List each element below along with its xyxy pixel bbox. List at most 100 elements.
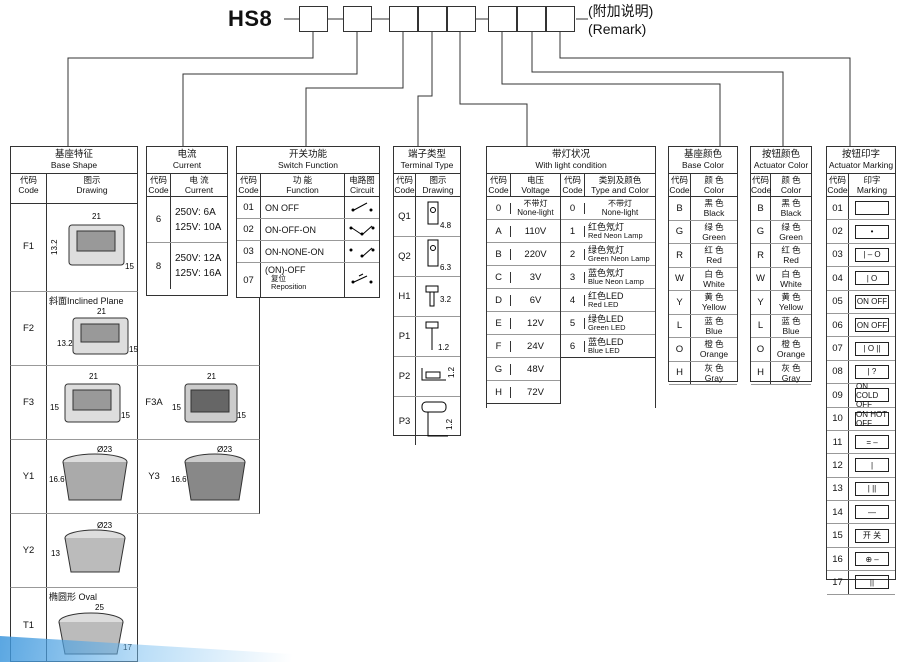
row-code: Y3 (148, 471, 160, 482)
table-row: P3 1.2 (394, 397, 460, 445)
row-value: 24V (527, 340, 544, 352)
row-sub-en: Reposition (271, 282, 307, 291)
row-value-cn: 绿色LED (588, 313, 624, 324)
marking-symbol: || (855, 575, 889, 590)
svg-text:13.2: 13.2 (50, 238, 59, 254)
column-header: 代码 Code 功 能 Function 电路图 Circuit (237, 174, 379, 197)
col-circuit-en: Circuit (349, 185, 375, 195)
row-function: (ON)-OFF (265, 265, 306, 275)
marking-symbol: | – O (855, 247, 889, 262)
row-value: 不带灯 (523, 199, 548, 208)
svg-text:15: 15 (50, 403, 59, 412)
terminal-drawing: 1.2 (421, 401, 454, 437)
row-code: L (751, 314, 771, 337)
row-function: ON-NONE-ON (261, 241, 345, 262)
col-circuit-cn: 电路图 (349, 175, 375, 185)
row-code: F3 (11, 366, 47, 439)
row-code: P1 (394, 317, 416, 356)
col-type-en: Type and Color (591, 185, 649, 195)
panel-title: 基座颜色 Base Color (669, 147, 737, 174)
row-code: R (669, 244, 691, 267)
row-value-en: Green LED (588, 322, 626, 332)
col-function-cn: 功 能 (292, 175, 313, 185)
col-drawing-cn: 图示 (429, 175, 447, 185)
row-code: 10 (827, 407, 849, 430)
terminal-drawing: 6.3 (427, 239, 452, 272)
row-value-cn: 绿 色 (704, 221, 724, 232)
row-value-en: Blue Neon Lamp (588, 276, 644, 286)
code-box-switch-function (389, 6, 418, 32)
panel-title: 开关功能 Switch Function (237, 147, 379, 174)
row-value-en: Blue LED (588, 345, 620, 355)
title-en: Current (172, 160, 202, 170)
row-value-en: White (703, 278, 725, 289)
row-value-cn: 白 色 (704, 268, 724, 279)
col-code-en: Code (148, 185, 169, 195)
marking-symbol: — (855, 505, 889, 520)
model-prefix: HS8 (228, 6, 273, 31)
col-current-en: Current (184, 185, 214, 195)
code-box-current (343, 6, 372, 32)
marking-symbol: | || (855, 481, 889, 496)
row-code: D (487, 294, 511, 306)
column-header: 代码 Code 电 流 Current (147, 174, 227, 197)
panel-title: 电流 Current (147, 147, 227, 174)
remark: (附加说明) (Remark) (588, 2, 653, 38)
row-code: 01 (237, 197, 261, 218)
row-code: 08 (827, 360, 849, 384)
col-code-en: Code (488, 185, 509, 195)
row-code: L (669, 314, 691, 337)
panel-current: 电流 Current 代码 Code 电 流 Current 6 250V: 6… (146, 146, 228, 296)
svg-text:1.2: 1.2 (445, 418, 454, 430)
marking-symbol: | O (855, 271, 889, 286)
row-code: 4 (561, 294, 585, 306)
row-value-en: Red (783, 255, 799, 266)
table-row: 01 ON OFF (237, 197, 379, 219)
row-value: 250V: 6A (175, 206, 216, 218)
title-cn: 开关功能 (288, 149, 327, 160)
col-drawing-cn: 图示 (83, 175, 101, 185)
svg-text:Ø23: Ø23 (97, 445, 113, 454)
row-value-cn: 蓝色氖灯 (588, 267, 625, 278)
row-value: 125V: 16A (175, 268, 222, 279)
row-code: H (669, 361, 691, 384)
col-code-en: Code (669, 185, 690, 195)
row-code: B (487, 248, 511, 260)
remark-en: (Remark) (588, 21, 647, 37)
row-code: H1 (394, 277, 416, 316)
table-row: 11= – (827, 430, 895, 455)
row-code: 6 (561, 340, 585, 352)
code-box-base-shape (299, 6, 328, 32)
code-box-marking (546, 6, 575, 32)
row-code: Q2 (394, 237, 416, 276)
col-color-cn: 颜 色 (781, 175, 801, 185)
row-code: W (669, 267, 691, 290)
row-code: F3A (145, 397, 163, 408)
svg-text:4.8: 4.8 (440, 221, 452, 230)
svg-text:16.6: 16.6 (49, 475, 65, 484)
row-code: E (487, 317, 511, 329)
svg-text:15: 15 (237, 411, 246, 420)
row-code: 09 (827, 384, 849, 407)
row-note: 椭圆形 Oval (49, 592, 98, 602)
row-code: G (487, 363, 511, 375)
